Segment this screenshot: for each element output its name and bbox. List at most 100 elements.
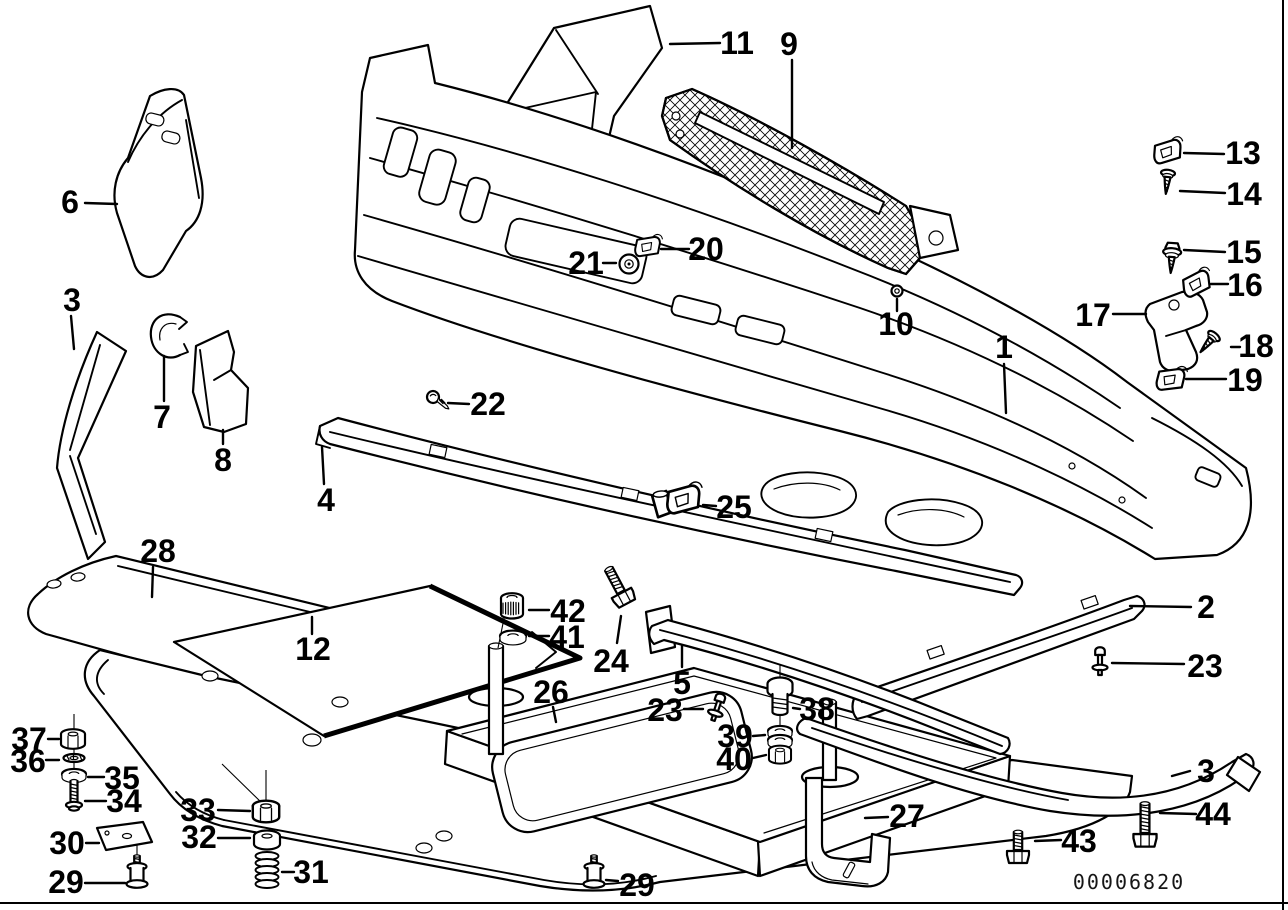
callout-14: 14 xyxy=(1226,176,1262,212)
screw-18-icon xyxy=(1199,329,1221,354)
callout-8: 8 xyxy=(214,442,232,478)
nut-37-icon xyxy=(59,728,87,750)
washer-41-icon xyxy=(498,629,528,646)
callout-27: 27 xyxy=(889,798,925,834)
screw-22-icon xyxy=(425,389,450,410)
part-12-center-tray xyxy=(172,583,583,739)
callout-9: 9 xyxy=(780,26,798,62)
leader-line-33 xyxy=(216,808,252,813)
part-26-strut xyxy=(467,642,525,756)
leader-line-13 xyxy=(1182,151,1226,156)
leader-line-15 xyxy=(1182,248,1227,254)
callout-16: 16 xyxy=(1227,267,1263,303)
callout-44: 44 xyxy=(1195,796,1231,832)
callout-42: 42 xyxy=(550,593,586,629)
leader-line-29-center xyxy=(604,878,620,883)
callout-37: 37 xyxy=(11,721,47,757)
callout-43: 43 xyxy=(1061,823,1097,859)
part-6-corner-piece xyxy=(113,88,204,279)
screw-42-icon xyxy=(499,592,525,620)
part-2-impact-strip xyxy=(851,594,1146,721)
callout-22: 22 xyxy=(470,386,506,422)
callout-1: 1 xyxy=(995,329,1013,365)
callout-34: 34 xyxy=(106,783,142,819)
callout-11: 11 xyxy=(720,25,754,61)
leader-line-3-left xyxy=(69,314,76,351)
screw-34-icon xyxy=(64,778,84,812)
callout-39: 39 xyxy=(717,718,753,754)
callout-3-right: 3 xyxy=(1197,753,1215,789)
callout-32: 32 xyxy=(181,819,217,855)
callout-25: 25 xyxy=(716,489,752,525)
callout-3-left: 3 xyxy=(63,282,81,318)
axis-line-5 xyxy=(221,763,265,806)
screw-29-center-icon xyxy=(582,854,606,889)
spring-31-icon xyxy=(254,851,280,889)
part-5-impact-strip xyxy=(644,604,1011,756)
leader-line-1 xyxy=(1002,362,1008,415)
callout-13: 13 xyxy=(1225,135,1261,171)
leader-line-11 xyxy=(668,41,722,46)
callout-17: 17 xyxy=(1075,297,1111,333)
grommet-21-icon xyxy=(618,253,640,275)
screw-14-icon xyxy=(1159,168,1177,195)
washer-32-icon xyxy=(252,829,282,851)
callout-38: 38 xyxy=(799,691,835,727)
rivet-23-right-icon xyxy=(1091,646,1109,677)
callout-5: 5 xyxy=(673,665,691,701)
callout-15: 15 xyxy=(1226,234,1262,270)
bolt-44-icon xyxy=(1132,801,1158,848)
callout-6: 6 xyxy=(61,184,79,220)
part-27-bracket xyxy=(804,776,892,888)
bolt-24-icon xyxy=(603,565,637,609)
part-3-right-moulding xyxy=(796,716,1262,817)
leader-line-22 xyxy=(446,401,471,406)
callouts: 1233456789101112131415161718192021222323… xyxy=(10,25,1274,903)
callout-41: 41 xyxy=(549,619,585,655)
callout-40: 40 xyxy=(716,741,752,777)
callout-33: 33 xyxy=(180,792,216,828)
leader-line-2 xyxy=(1128,604,1193,609)
clip-16-icon xyxy=(1182,266,1211,298)
leader-line-24 xyxy=(615,614,623,645)
leader-line-27 xyxy=(863,815,890,820)
callout-10: 10 xyxy=(878,306,914,342)
leader-line-43 xyxy=(1033,838,1063,843)
leader-line-6 xyxy=(83,201,119,206)
leader-line-26 xyxy=(551,705,558,724)
clip-13-icon xyxy=(1153,136,1184,165)
callout-29-center: 29 xyxy=(619,867,655,903)
bolt-38-icon xyxy=(766,676,794,717)
part-7-clamp xyxy=(149,313,189,359)
washer-36-icon xyxy=(62,752,86,764)
callout-24: 24 xyxy=(593,643,629,679)
leader-line-44 xyxy=(1158,811,1198,816)
clip-25-icon xyxy=(650,481,703,519)
document-number: 00006820 xyxy=(1073,870,1185,894)
callout-31: 31 xyxy=(293,854,329,890)
part-9-front-grille xyxy=(660,87,960,276)
leader-line-40 xyxy=(751,753,768,760)
screw-29-left-icon xyxy=(125,854,149,889)
part-3-left-moulding xyxy=(55,330,128,561)
nut-33-icon xyxy=(251,799,281,824)
callout-21: 21 xyxy=(568,245,604,281)
callout-12: 12 xyxy=(295,631,331,667)
part-8-bracket xyxy=(191,329,250,434)
callout-4: 4 xyxy=(317,482,335,518)
rivet-23-left-icon xyxy=(707,692,727,723)
callout-30: 30 xyxy=(49,825,85,861)
leader-line-28 xyxy=(150,565,155,599)
plate-30-icon xyxy=(95,820,154,852)
bolt-43-icon xyxy=(1005,829,1031,865)
leader-line-25 xyxy=(701,503,718,508)
callout-19: 19 xyxy=(1227,362,1263,398)
callout-2: 2 xyxy=(1197,589,1215,625)
leader-line-14 xyxy=(1178,189,1227,195)
leader-line-3-right xyxy=(1170,769,1192,778)
clip-19-icon xyxy=(1155,365,1188,391)
callout-36: 36 xyxy=(10,743,46,779)
